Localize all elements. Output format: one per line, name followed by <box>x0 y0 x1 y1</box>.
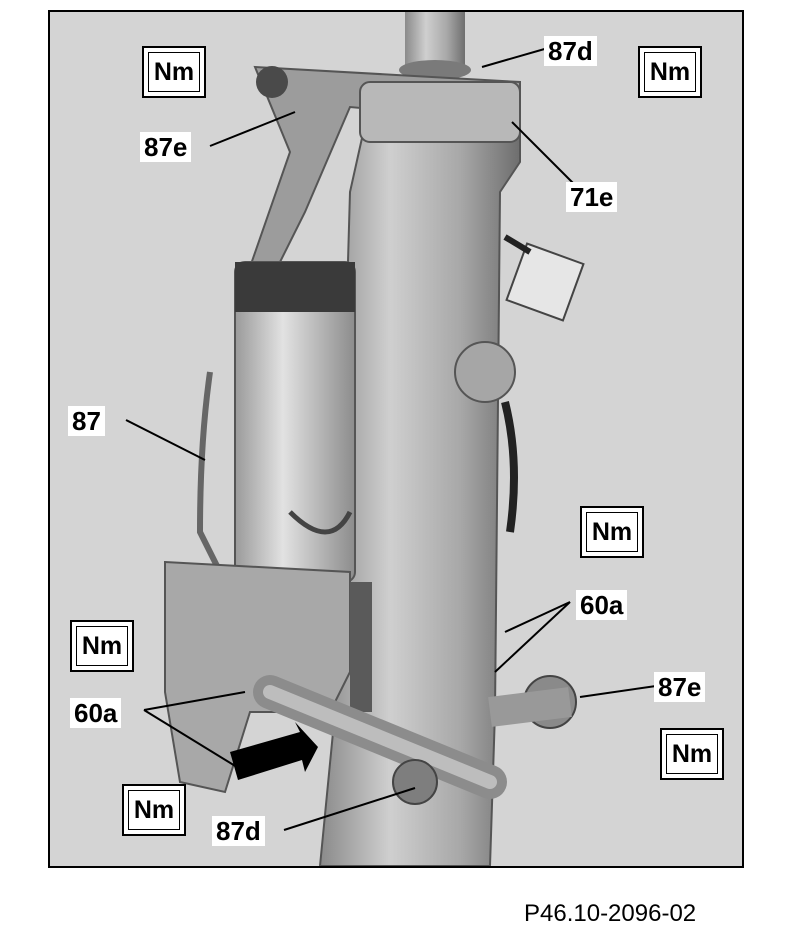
label-60a-right: 60a <box>576 590 628 620</box>
label-87e-right: 87e <box>654 672 706 702</box>
label-87d-bottom: 87d <box>212 816 265 846</box>
label-87e-top: 87e <box>140 132 192 162</box>
torque-badge-top-left: Nm <box>142 46 206 98</box>
label-87: 87 <box>68 406 105 436</box>
torque-badge-mid-right: Nm <box>580 506 644 558</box>
diagram-figure: Nm Nm Nm Nm Nm Nm 87d 87e 71e 87 60a 60a… <box>48 10 744 868</box>
steering-column-photo <box>50 12 742 866</box>
figure-code: P46.10-2096-02 <box>524 900 697 927</box>
torque-badge-top-right: Nm <box>638 46 702 98</box>
label-71e: 71e <box>566 182 618 212</box>
torque-badge-bottom-right: Nm <box>660 728 724 780</box>
torque-badge-left: Nm <box>70 620 134 672</box>
torque-badge-bottom-left: Nm <box>122 784 186 836</box>
label-87d-top: 87d <box>544 36 597 66</box>
label-60a-left: 60a <box>70 698 122 728</box>
